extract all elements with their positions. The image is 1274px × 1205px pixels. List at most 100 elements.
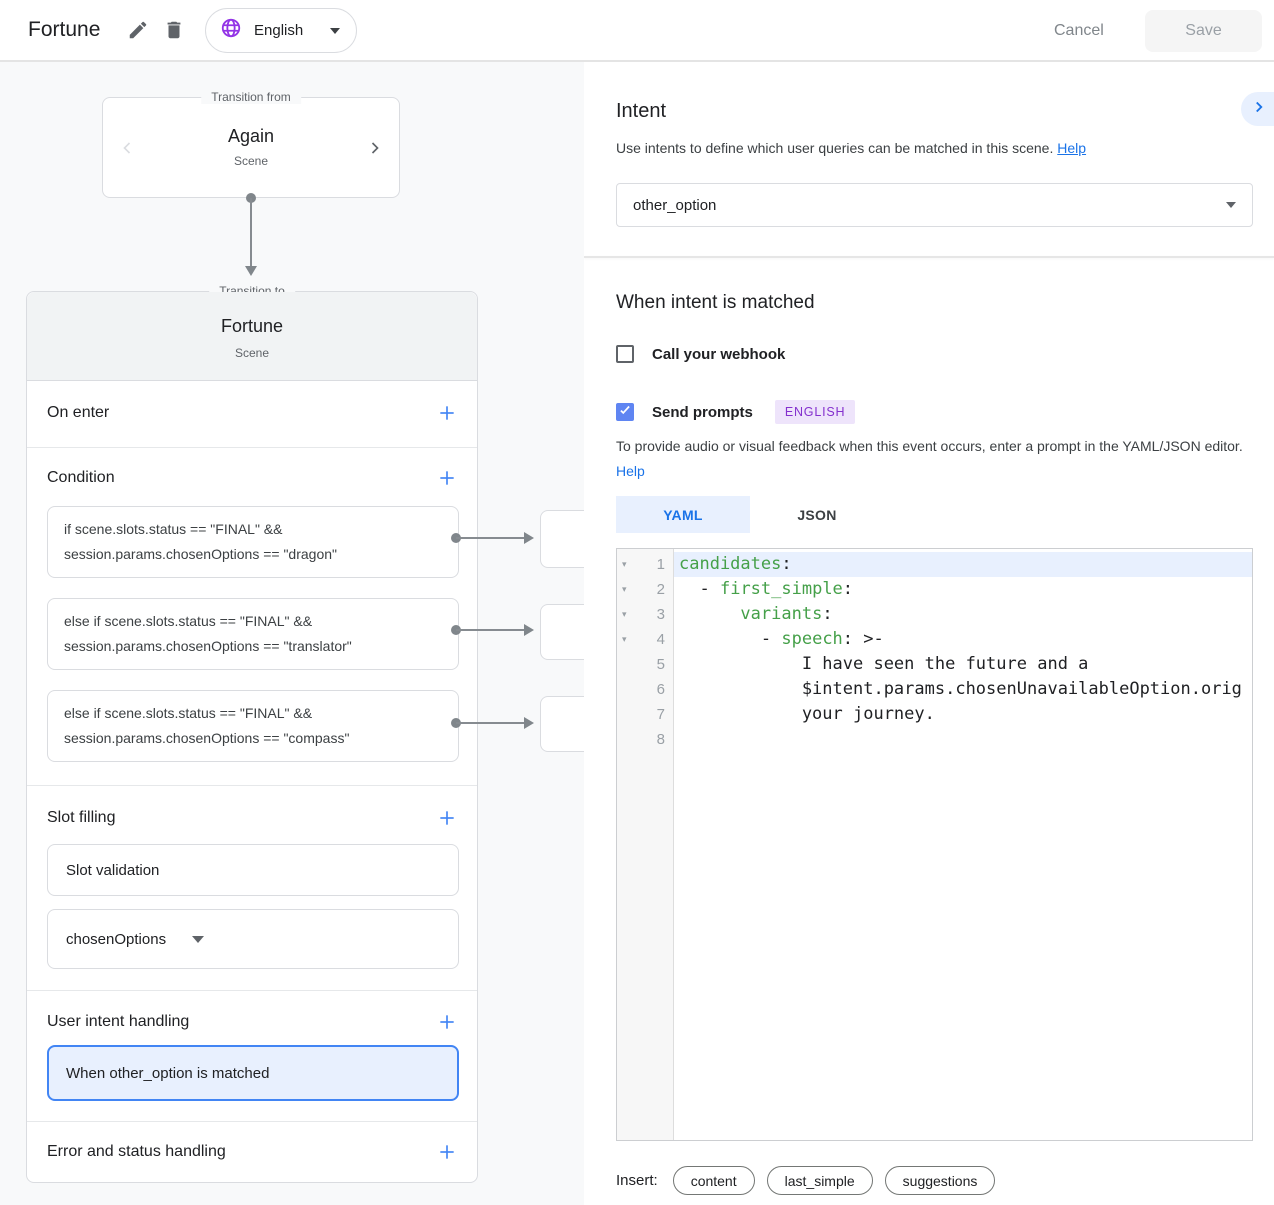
- scene-title: Fortune: [28, 18, 101, 41]
- on-enter-label: On enter: [47, 404, 110, 421]
- when-intent-matched-heading: When intent is matched: [616, 292, 815, 313]
- checkmark-icon: [618, 403, 632, 422]
- slot-param-item[interactable]: chosenOptions: [47, 909, 459, 969]
- user-intent-section: User intent handling When other_option i…: [27, 991, 477, 1122]
- condition-section: Condition if scene.slots.status == "FINA…: [27, 448, 477, 786]
- slot-validation-item[interactable]: Slot validation: [47, 844, 459, 896]
- condition-target-scene-card[interactable]: [540, 604, 584, 660]
- prompt-description-text: To provide audio or visual feedback when…: [616, 438, 1243, 454]
- next-scene-button[interactable]: [365, 138, 385, 158]
- to-scene-name: Fortune: [220, 316, 284, 336]
- tab-yaml[interactable]: YAML: [616, 496, 750, 533]
- arrow-down-icon: [245, 266, 257, 276]
- send-prompts-label: Send prompts: [652, 403, 753, 421]
- fold-arrow-icon[interactable]: ▾: [622, 584, 627, 594]
- gutter-row[interactable]: ▾1: [617, 552, 673, 577]
- editor-tabs: YAML JSON: [616, 496, 884, 533]
- add-error-handler-button[interactable]: [437, 1142, 457, 1162]
- slot-filling-label: Slot filling: [47, 809, 116, 826]
- language-label: English: [254, 22, 304, 39]
- tab-json[interactable]: JSON: [797, 506, 837, 523]
- gutter-row: 8: [617, 727, 673, 752]
- insert-label: Insert:: [616, 1172, 658, 1189]
- webhook-checkbox-row[interactable]: Call your webhook: [616, 345, 785, 363]
- code-line[interactable]: variants:: [740, 604, 833, 624]
- webhook-label: Call your webhook: [652, 345, 786, 363]
- webhook-checkbox[interactable]: [616, 345, 634, 363]
- condition-item[interactable]: else if scene.slots.status == "FINAL" &&…: [47, 598, 459, 670]
- delete-scene-button[interactable]: [163, 19, 187, 43]
- condition-item[interactable]: else if scene.slots.status == "FINAL" &&…: [47, 690, 459, 762]
- fold-arrow-icon[interactable]: ▾: [622, 634, 627, 644]
- line-number: 8: [656, 731, 665, 748]
- arrow-right-icon: [524, 624, 534, 636]
- gutter-row[interactable]: ▾2: [617, 577, 673, 602]
- condition-target-scene-card[interactable]: [540, 696, 584, 752]
- code-line[interactable]: [674, 727, 1252, 752]
- insert-last-simple-chip[interactable]: last_simple: [766, 1166, 873, 1195]
- insert-suggestions-chip[interactable]: suggestions: [884, 1166, 996, 1195]
- edit-scene-button[interactable]: [127, 19, 151, 43]
- gutter-row: 7: [617, 702, 673, 727]
- condition-target-scene-card[interactable]: [540, 510, 584, 568]
- save-button[interactable]: Save: [1145, 10, 1262, 52]
- code-line[interactable]: candidates:: [674, 552, 1252, 577]
- to-scene-type: Scene: [234, 346, 270, 360]
- chevron-down-icon: [330, 27, 340, 34]
- add-slot-button[interactable]: [437, 808, 457, 828]
- slot-filling-section: Slot filling Slot validation chosenOptio…: [27, 786, 477, 991]
- help-link[interactable]: Help: [616, 463, 645, 479]
- from-scene-name: Again: [227, 126, 275, 146]
- code-line[interactable]: I have seen the future and a: [679, 654, 1089, 674]
- user-intent-label: User intent handling: [47, 1013, 190, 1030]
- pencil-icon: [127, 21, 149, 45]
- language-selector[interactable]: English: [205, 8, 357, 53]
- slot-validation-label: Slot validation: [66, 861, 160, 879]
- error-handling-label: Error and status handling: [47, 1143, 226, 1160]
- gutter-row: 5: [617, 652, 673, 677]
- gutter-row[interactable]: ▾3: [617, 602, 673, 627]
- top-bar: Fortune English Cancel Save: [0, 0, 1274, 62]
- intent-handler-item-selected[interactable]: When other_option is matched: [47, 1045, 459, 1101]
- chevron-right-icon: [365, 141, 385, 162]
- code-line[interactable]: - speech: >-: [760, 629, 884, 649]
- fold-arrow-icon[interactable]: ▾: [622, 559, 627, 569]
- code-line[interactable]: your journey.: [679, 704, 935, 724]
- help-link[interactable]: Help: [1057, 140, 1087, 156]
- chevron-down-icon: [192, 935, 205, 943]
- collapse-panel-button[interactable]: [1241, 92, 1274, 126]
- send-prompts-checkbox[interactable]: [616, 403, 634, 421]
- language-badge: ENGLISH: [774, 400, 856, 424]
- add-intent-handler-button[interactable]: [437, 1012, 457, 1032]
- from-scene-type: Scene: [233, 154, 269, 168]
- code-line[interactable]: $intent.params.chosenUnavailableOption.o…: [679, 679, 1242, 699]
- chevron-right-icon: [1250, 98, 1268, 121]
- condition-item[interactable]: if scene.slots.status == "FINAL" && sess…: [47, 506, 459, 578]
- globe-icon: [220, 17, 242, 44]
- intent-panel: Intent Use intents to define which user …: [584, 62, 1274, 1205]
- transition-from-label: Transition from: [201, 90, 301, 104]
- fold-arrow-icon[interactable]: ▾: [622, 609, 627, 619]
- chevron-left-icon: [117, 141, 137, 162]
- arrow-right-icon: [524, 717, 534, 729]
- cancel-button[interactable]: Cancel: [1046, 18, 1112, 44]
- editor-code[interactable]: candidates: - first_simple: variants: - …: [674, 549, 1252, 1140]
- trash-icon: [163, 21, 185, 45]
- scene-header: Fortune Scene: [27, 292, 477, 381]
- line-number: 6: [656, 681, 665, 698]
- prev-scene-button[interactable]: [117, 138, 137, 158]
- code-line[interactable]: - first_simple:: [699, 579, 854, 599]
- insert-toolbar: Insert: content last_simple suggestions: [616, 1166, 1007, 1195]
- insert-content-chip[interactable]: content: [672, 1166, 755, 1195]
- line-number: 2: [656, 581, 665, 598]
- add-condition-button[interactable]: [437, 468, 457, 488]
- intent-select[interactable]: other_option: [616, 183, 1253, 227]
- connector-line: [250, 198, 252, 267]
- add-on-enter-button[interactable]: [437, 403, 457, 423]
- send-prompts-checkbox-row[interactable]: Send prompts ENGLISH: [616, 400, 856, 424]
- transition-to-card: Transition to Fortune Scene On enter Con…: [26, 284, 478, 1183]
- error-handling-section: Error and status handling: [27, 1122, 477, 1183]
- gutter-row[interactable]: ▾4: [617, 627, 673, 652]
